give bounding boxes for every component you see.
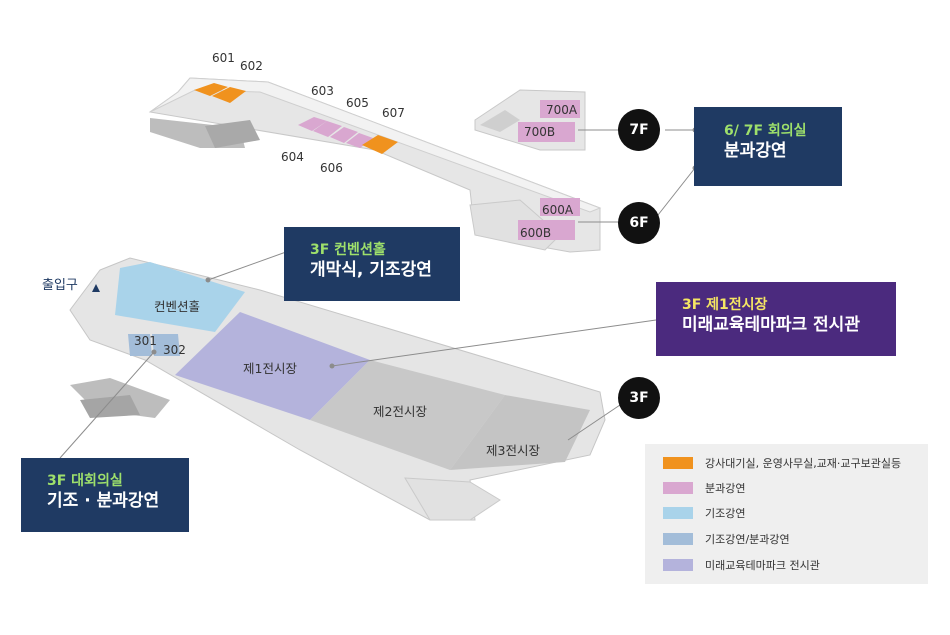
legend-label: 강사대기실, 운영사무실,교재·교구보관실등 <box>705 457 902 470</box>
callout-main-meeting-room: 3F 대회의실 기조 · 분과강연 <box>21 458 189 532</box>
room-600b-label: 600B <box>520 226 552 240</box>
hall1-shape <box>175 312 370 420</box>
room-606-shape <box>346 133 373 148</box>
room-602-label: 602 <box>240 59 263 73</box>
hall2-shape <box>310 360 505 470</box>
legend-item: 기조강연 <box>663 506 745 520</box>
callout-exhibition-title: 3F 제1전시장 <box>682 297 768 313</box>
legend: 강사대기실, 운영사무실,교재·교구보관실등 분과강연 기조강연 기조강연/분과… <box>645 444 928 584</box>
hall2-label: 제2전시장 <box>373 404 427 419</box>
room-605-label: 605 <box>346 96 369 110</box>
upper-floors-building <box>148 77 602 253</box>
legend-swatch <box>663 482 693 494</box>
legend-swatch <box>663 559 693 571</box>
entrance-label: 출입구 <box>42 278 78 293</box>
room-600a-shape <box>540 198 580 216</box>
legend-label: 기조강연/분과강연 <box>705 533 790 546</box>
room-606-label: 606 <box>320 161 343 175</box>
room-601-label: 601 <box>212 51 235 65</box>
room-605-shape <box>330 127 358 143</box>
room-607-label: 607 <box>382 106 405 120</box>
callout-convention-subtitle: 개막식, 기조강연 <box>310 260 432 280</box>
legend-item: 미래교육테마파크 전시관 <box>663 558 820 572</box>
room-604-shape <box>313 121 342 137</box>
callout-upper-meeting-rooms: 6/ 7F 회의실 분과강연 <box>694 107 842 186</box>
legend-swatch <box>663 533 693 545</box>
legend-swatch <box>663 507 693 519</box>
legend-label: 분과강연 <box>705 482 746 495</box>
callout-convention-title: 3F 컨벤션홀 <box>310 242 386 258</box>
room-700b-shape <box>518 122 575 142</box>
callout-upper-subtitle: 분과강연 <box>724 141 787 161</box>
room-601-shape <box>194 83 228 96</box>
room-602-shape <box>212 87 246 103</box>
room-302-shape <box>152 334 180 356</box>
callout-connector-lines <box>59 129 696 459</box>
hall1-label: 제1전시장 <box>243 361 297 376</box>
convention-hall-shape <box>115 262 245 332</box>
room-604-label: 604 <box>281 150 304 164</box>
hall3-shape <box>450 395 590 470</box>
callout-meeting-subtitle: 기조 · 분과강연 <box>47 491 160 511</box>
room-700b-label: 700B <box>524 125 556 139</box>
legend-label: 미래교육테마파크 전시관 <box>705 559 820 572</box>
legend-label: 기조강연 <box>705 507 746 520</box>
entrance-arrow-icon <box>92 284 100 292</box>
convention-hall-label: 컨벤션홀 <box>154 299 201 314</box>
room-700a-label: 700A <box>546 103 578 117</box>
callout-convention-hall: 3F 컨벤션홀 개막식, 기조강연 <box>284 227 460 301</box>
legend-item: 기조강연/분과강연 <box>663 532 790 546</box>
floor-badge-3f: 3F <box>618 377 660 419</box>
room-603-label: 603 <box>311 84 334 98</box>
callout-exhibition-subtitle: 미래교육테마파크 전시관 <box>682 315 860 335</box>
room-302-label: 302 <box>163 343 186 357</box>
floor-badge-6f: 6F <box>618 202 660 244</box>
floor-badge-7f: 7F <box>618 109 660 151</box>
hall3-label: 제3전시장 <box>486 443 540 458</box>
third-floor-building <box>69 257 606 521</box>
legend-swatch <box>663 457 693 469</box>
room-603-shape <box>298 117 327 131</box>
room-600a-label: 600A <box>542 203 574 217</box>
room-607-shape <box>362 135 398 154</box>
room-301-shape <box>128 334 152 356</box>
room-301-label: 301 <box>134 334 157 348</box>
legend-item: 강사대기실, 운영사무실,교재·교구보관실등 <box>663 456 901 470</box>
callout-exhibition-hall: 3F 제1전시장 미래교육테마파크 전시관 <box>656 282 896 356</box>
room-700a-shape <box>540 100 580 118</box>
callout-meeting-title: 3F 대회의실 <box>47 473 123 489</box>
room-600b-shape <box>518 220 575 240</box>
legend-item: 분과강연 <box>663 481 745 495</box>
callout-upper-title: 6/ 7F 회의실 <box>724 123 807 139</box>
